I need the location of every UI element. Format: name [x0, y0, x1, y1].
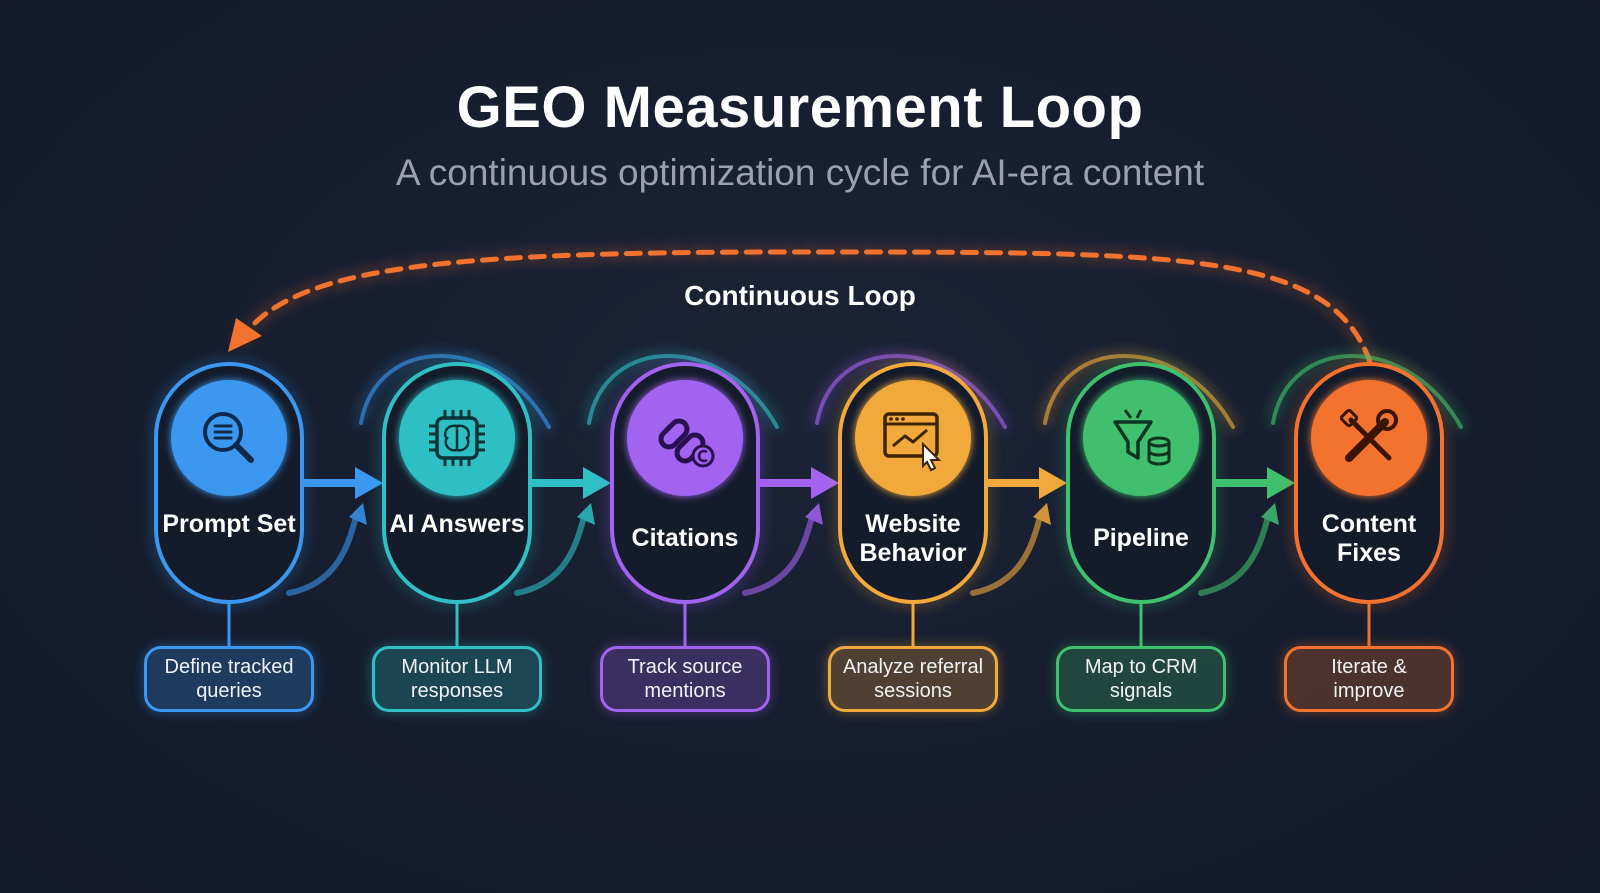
step-node [1064, 352, 1465, 646]
step-description: Map to CRM signals [1056, 646, 1226, 712]
diagram-title: GEO Measurement Loop [456, 75, 1144, 140]
continuous-loop-arrow [228, 247, 1375, 367]
step-icon-circle [855, 380, 971, 496]
step-node [1292, 360, 1446, 646]
step-label: AI Answers [389, 510, 525, 538]
step-icon-circle [627, 380, 743, 496]
connector-swoosh [286, 352, 553, 596]
step-node [836, 352, 1237, 646]
diagram-subtitle: A continuous optimization cycle for AI-e… [395, 152, 1205, 193]
step-label: Prompt Set [162, 510, 296, 538]
step-label: Content Fixes [1321, 510, 1417, 567]
step-label: Pipeline [1093, 524, 1189, 552]
step-description: Iterate & improve [1284, 646, 1454, 712]
step-description: Track source mentions [600, 646, 770, 712]
flow-arrow [532, 467, 611, 499]
connector-swoosh [514, 352, 781, 596]
step-label: Website Behavior [859, 510, 967, 567]
link-copyright-icon [658, 418, 715, 468]
step-description: Monitor LLM responses [372, 646, 542, 712]
brain-chip-icon [429, 410, 485, 466]
flow-arrow [304, 467, 383, 499]
step-node [608, 352, 1009, 646]
search-document-icon [203, 412, 254, 463]
funnel-database-icon [1113, 409, 1171, 466]
connector-swoosh [970, 352, 1237, 596]
step-description: Define tracked queries [144, 646, 314, 712]
tools-icon [1339, 408, 1398, 462]
flow-arrow [1216, 467, 1295, 499]
loop-arrowhead [228, 318, 262, 352]
step-node [380, 352, 781, 646]
continuous-loop-label: Continuous Loop [684, 280, 916, 311]
step-node [152, 352, 553, 646]
browser-analytics-icon [883, 412, 942, 472]
connector-swoosh [1198, 352, 1465, 596]
connector-swoosh [742, 352, 1009, 596]
step-description: Analyze referral sessions [828, 646, 998, 712]
flow-arrow [988, 467, 1067, 499]
step-label: Citations [631, 524, 739, 552]
flow-arrow [760, 467, 839, 499]
